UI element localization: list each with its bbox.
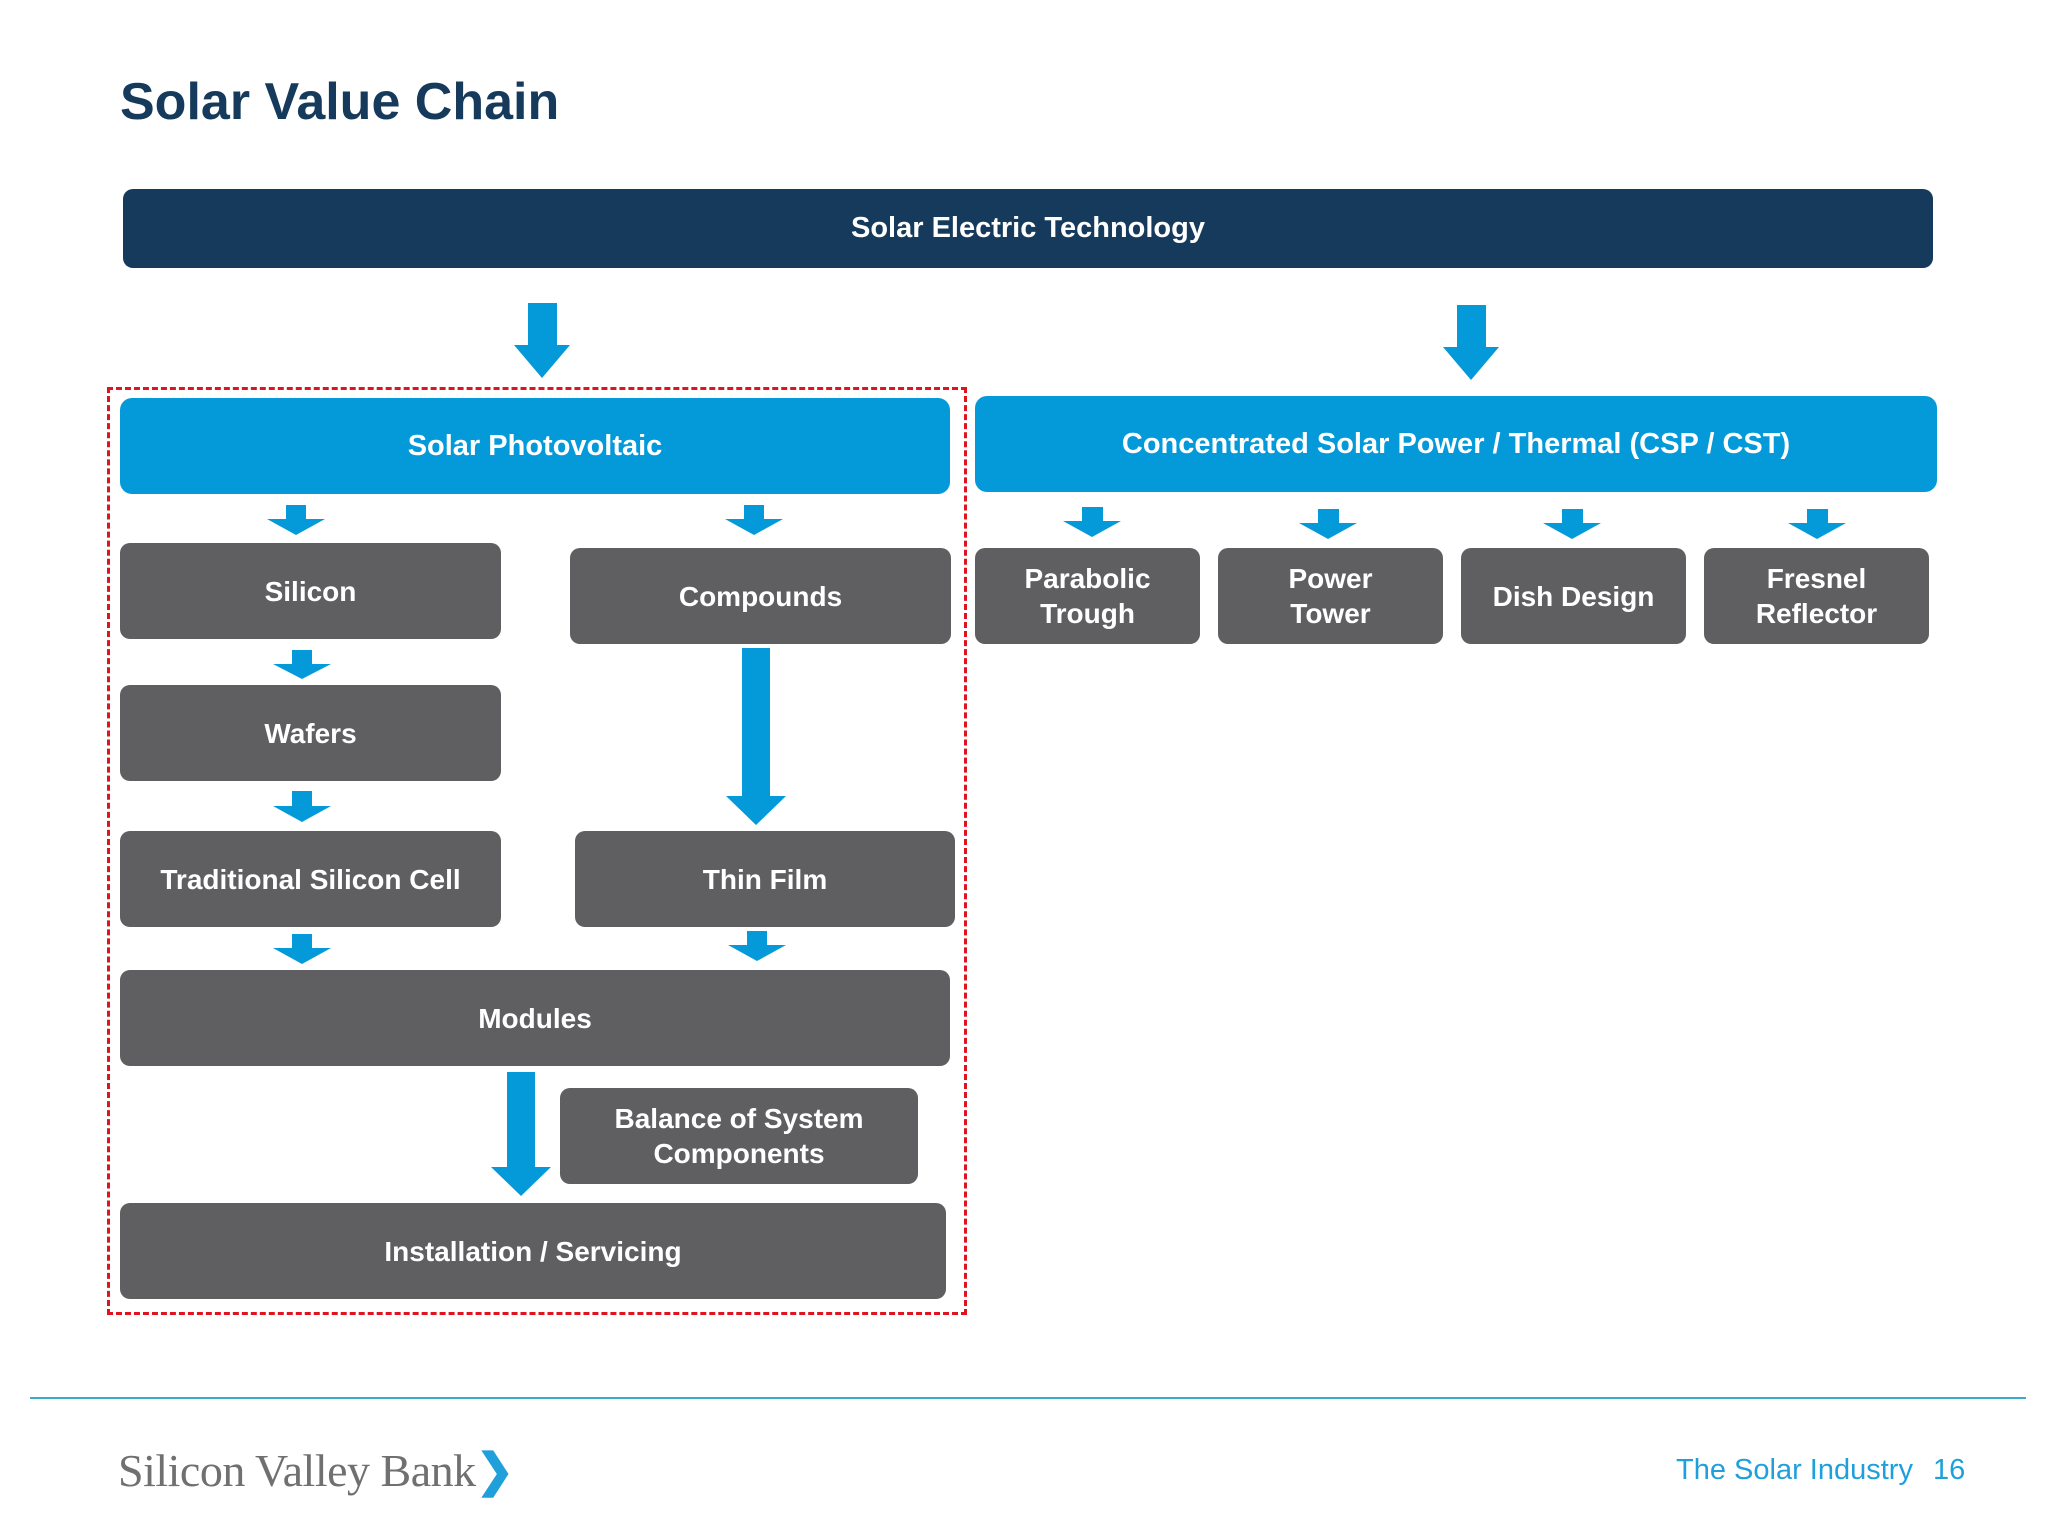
page-title: Solar Value Chain bbox=[120, 73, 560, 131]
node-label-line1: Dish Design bbox=[1492, 580, 1655, 612]
node-compounds: Compounds bbox=[570, 548, 951, 644]
node-label-line1: Power bbox=[1288, 563, 1373, 594]
arrow-cell-to-modules bbox=[273, 934, 331, 964]
node-label-line2: Trough bbox=[1040, 598, 1135, 629]
node-label-line1: Parabolic bbox=[1024, 563, 1151, 594]
node-label-line1: Balance of System bbox=[614, 1103, 864, 1134]
node-solar-electric-technology: Solar Electric Technology bbox=[123, 189, 1933, 268]
bank-logo: Silicon Valley Bank❯ bbox=[118, 1443, 514, 1497]
page-number: 16 bbox=[1933, 1454, 1966, 1486]
arrow-to-pv bbox=[514, 303, 570, 378]
node-installation-servicing: Installation / Servicing bbox=[120, 1203, 946, 1299]
node-label: Silicon bbox=[264, 575, 357, 607]
pv-highlight-outline bbox=[107, 387, 967, 1315]
node-solar-photovoltaic: Solar Photovoltaic bbox=[120, 398, 950, 494]
node-silicon: Silicon bbox=[120, 543, 501, 639]
arrow-to-fresnel-reflector bbox=[1788, 509, 1846, 539]
node-label: Wafers bbox=[264, 717, 357, 749]
footer-divider bbox=[30, 1397, 2026, 1399]
arrow-to-dish-design bbox=[1543, 509, 1601, 539]
footer-section: The Solar Industry bbox=[1676, 1454, 1913, 1486]
arrow-thin-film-to-modules bbox=[728, 931, 786, 961]
arrow-modules-to-installation bbox=[491, 1072, 551, 1196]
chevron-right-icon: ❯ bbox=[475, 1444, 515, 1496]
node-traditional-silicon-cell: Traditional Silicon Cell bbox=[120, 831, 501, 927]
arrow-to-silicon bbox=[267, 505, 325, 535]
node-label-line2: Tower bbox=[1290, 598, 1371, 629]
node-modules: Modules bbox=[120, 970, 950, 1066]
node-parabolic-trough: Parabolic Trough bbox=[975, 548, 1200, 644]
node-label: Modules bbox=[478, 1002, 592, 1034]
node-label: Traditional Silicon Cell bbox=[160, 863, 461, 895]
node-label: Concentrated Solar Power / Thermal (CSP … bbox=[1121, 427, 1791, 460]
node-dish-design: Dish Design bbox=[1461, 548, 1686, 644]
node-label: Solar Photovoltaic bbox=[407, 429, 663, 462]
node-thin-film: Thin Film bbox=[575, 831, 955, 927]
node-concentrated-solar-power: Concentrated Solar Power / Thermal (CSP … bbox=[975, 396, 1937, 492]
node-power-tower: Power Tower bbox=[1218, 548, 1443, 644]
arrow-compounds-to-thin-film bbox=[726, 648, 786, 825]
arrow-to-wafers bbox=[273, 650, 331, 679]
node-wafers: Wafers bbox=[120, 685, 501, 781]
arrow-to-traditional-cell bbox=[273, 791, 331, 822]
node-label: Compounds bbox=[678, 580, 843, 612]
node-balance-of-system-components: Balance of System Components bbox=[560, 1088, 918, 1184]
node-label: Thin Film bbox=[702, 863, 828, 895]
node-label-line2: Components bbox=[653, 1138, 825, 1169]
node-fresnel-reflector: Fresnel Reflector bbox=[1704, 548, 1929, 644]
node-label-line1: Fresnel bbox=[1766, 563, 1867, 594]
arrow-to-compounds bbox=[725, 505, 783, 535]
arrow-to-power-tower bbox=[1299, 509, 1357, 539]
bank-logo-text: Silicon Valley Bank bbox=[118, 1445, 476, 1496]
node-label: Installation / Servicing bbox=[384, 1235, 682, 1267]
node-label: Solar Electric Technology bbox=[850, 212, 1205, 245]
arrow-to-csp bbox=[1443, 305, 1499, 380]
footer-section-label: The Solar Industry 16 bbox=[1676, 1454, 1965, 1487]
node-label-line2: Reflector bbox=[1755, 598, 1878, 629]
arrow-to-parabolic-trough bbox=[1063, 507, 1121, 537]
